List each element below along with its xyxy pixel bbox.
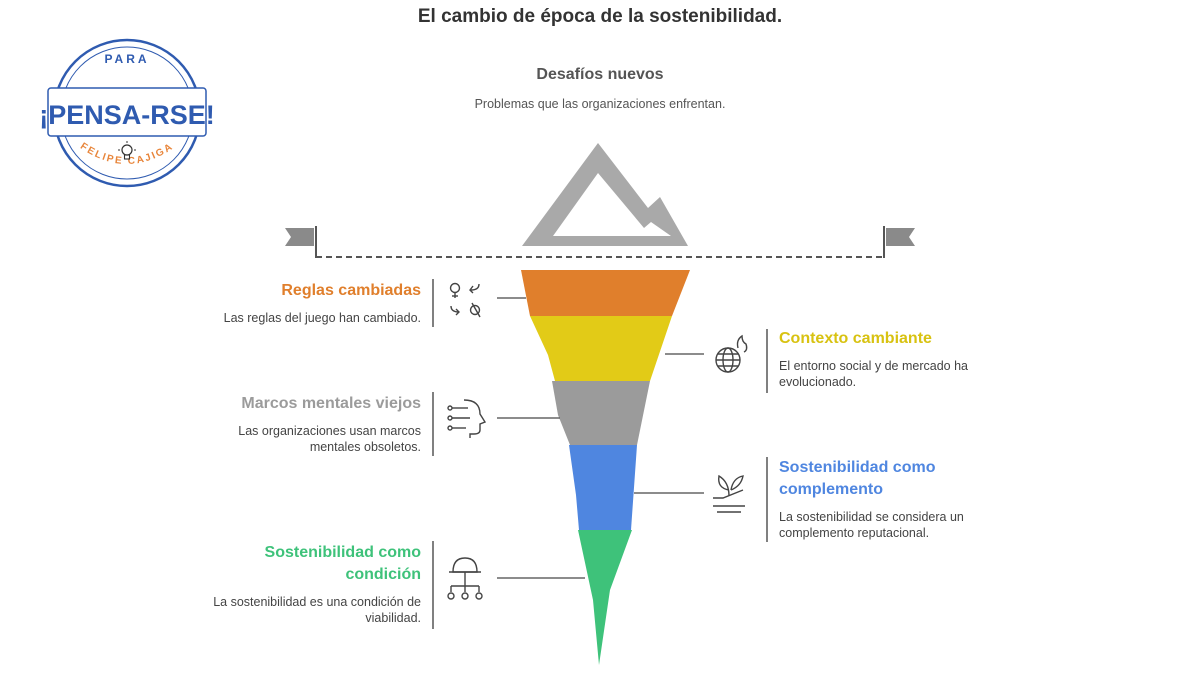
helmet-network-icon xyxy=(447,557,483,600)
head-circuit-icon xyxy=(447,399,487,438)
connectors xyxy=(497,297,704,579)
iceberg-peak xyxy=(522,143,688,246)
page-title: El cambio de época de la sostenibilidad. xyxy=(417,6,783,27)
layer-description: Las reglas del juego han cambiado. xyxy=(223,311,421,325)
waterline xyxy=(285,226,915,258)
peak-description: Problemas que las organizaciones enfrent… xyxy=(474,97,726,111)
layer-sostenibilidad-complemento xyxy=(569,445,637,530)
lightbulb-icon xyxy=(118,141,136,160)
pensa-rse-logo: PARA ¡PENSA-RSE! FELIPE CAJIGA xyxy=(39,38,215,188)
layer-description: El entorno social y de mercado ha evoluc… xyxy=(779,359,968,389)
layer-label-condicion: Sostenibilidad como condición La sosteni… xyxy=(200,542,421,626)
layer-label-reglas: Reglas cambiadas Las reglas del juego ha… xyxy=(170,280,421,326)
peak-title: Desafíos nuevos xyxy=(536,66,664,83)
layer-sostenibilidad-condicion xyxy=(578,530,632,665)
layer-title: Contexto cambiante xyxy=(779,330,932,347)
layer-title: Sostenibilidad como complemento xyxy=(779,459,936,498)
layer-label-marcos: Marcos mentales viejos Las organizacione… xyxy=(200,393,421,455)
layer-title: Sostenibilidad como condición xyxy=(264,544,421,583)
globe-fire-icon xyxy=(715,334,748,373)
separator-bars xyxy=(432,279,768,629)
layer-label-contexto: Contexto cambiante El entorno social y d… xyxy=(779,328,994,390)
layer-contexto-cambiante xyxy=(530,316,672,381)
layer-description: Las organizaciones usan marcos mentales … xyxy=(238,424,421,454)
gender-swap-arrows-icon xyxy=(449,282,481,318)
layer-title: Marcos mentales viejos xyxy=(241,395,421,412)
layer-description: La sostenibilidad es una condición de vi… xyxy=(213,595,421,625)
logo-top-text: PARA xyxy=(104,52,149,66)
right-flag xyxy=(886,228,915,246)
logo-main-text: ¡PENSA-RSE! xyxy=(39,100,215,130)
hand-plant-icon xyxy=(713,474,745,513)
left-flag xyxy=(285,228,314,246)
layer-title: Reglas cambiadas xyxy=(281,282,421,299)
layer-reglas-cambiadas xyxy=(521,270,690,316)
layer-label-complemento: Sostenibilidad como complemento La soste… xyxy=(779,457,994,541)
layer-marcos-mentales xyxy=(552,381,650,445)
layer-description: La sostenibilidad se considera un comple… xyxy=(779,510,964,540)
